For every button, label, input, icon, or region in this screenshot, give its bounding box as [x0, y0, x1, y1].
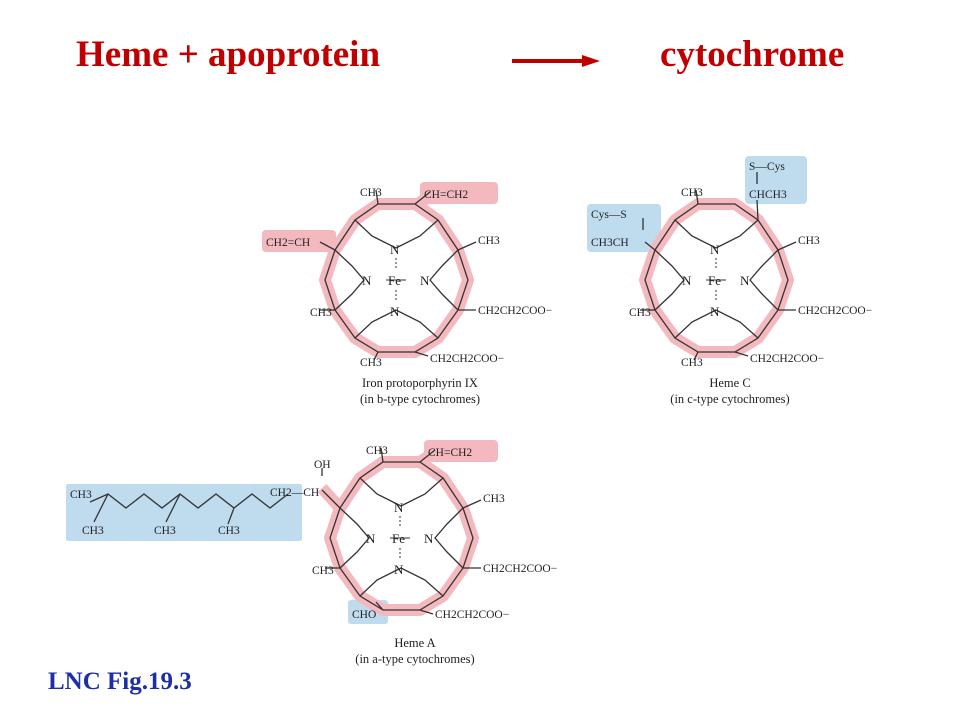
reaction-arrow: [512, 55, 600, 67]
sub-bottom-right: CH2CH2COO−: [750, 353, 824, 365]
nitrogen-atom: N: [424, 531, 434, 546]
chain-methyl: CH3: [154, 525, 176, 537]
sub-left-lower: CH3: [312, 565, 334, 577]
heme-b-name: Iron protoporphyrin IX (in b-type cytoch…: [359, 376, 481, 406]
nitrogen-atom: N: [682, 273, 692, 288]
nitrogen-atom: N: [394, 500, 404, 515]
iron-atom: Fe: [392, 531, 405, 546]
heme-c-name: Heme C (in c-type cytochromes): [670, 376, 790, 406]
sub-left-upper-2: CH3CH: [591, 237, 629, 249]
nitrogen-atom: N: [362, 273, 372, 288]
sub-top-right-2: CHCH3: [749, 189, 787, 201]
nitrogen-atom: N: [390, 242, 400, 257]
sub-top-right: CH=CH2: [428, 447, 472, 459]
reaction-product: cytochrome: [660, 34, 845, 75]
heme-c-structure: N N N N Fe CH3 S—Cys CHCH3 CH3 CH2CH2COO…: [587, 156, 872, 369]
sub-left-chain: CH2—CH: [270, 487, 319, 499]
heme-a-structure: N N N N Fe CH3 CH=CH2 CH3 CH2CH2COO− CH2…: [66, 440, 557, 624]
nitrogen-atom: N: [740, 273, 750, 288]
sub-right-upper: CH3: [478, 235, 500, 247]
chain-methyl: CH3: [218, 525, 240, 537]
sub-top: CH3: [366, 445, 388, 457]
nitrogen-atom: N: [420, 273, 430, 288]
sub-bottom-right: CH2CH2COO−: [430, 353, 504, 365]
heme-b-structure: N N N N Fe CH3 CH=CH2 CH3 CH2CH2COO− CH2…: [262, 182, 552, 369]
nitrogen-atom: N: [366, 531, 376, 546]
nitrogen-atom: N: [394, 562, 404, 577]
sub-right-lower: CH2CH2COO−: [478, 305, 552, 317]
nitrogen-atom: N: [710, 242, 720, 257]
sub-left-upper: CH2=CH: [266, 237, 310, 249]
reaction-reactants: Heme + apoprotein: [76, 34, 381, 75]
sub-left-upper-1: Cys—S: [591, 209, 627, 221]
figure-caption: LNC Fig.19.3: [48, 668, 192, 695]
sub-top: CH3: [360, 187, 382, 199]
sub-right-lower: CH2CH2COO−: [798, 305, 872, 317]
sub-top-right-1: S—Cys: [749, 161, 785, 173]
iron-atom: Fe: [708, 273, 721, 288]
sub-right-lower: CH2CH2COO−: [483, 563, 557, 575]
sub-bottom: CH3: [681, 357, 703, 369]
sub-right-upper: CH3: [798, 235, 820, 247]
chain-methyl: CH3: [70, 489, 92, 501]
heme-a-name: Heme A (in a-type cytochromes): [355, 636, 475, 666]
nitrogen-atom: N: [390, 304, 400, 319]
sub-bottom-right: CH2CH2COO−: [435, 609, 509, 621]
sub-left-oh: OH: [314, 459, 331, 471]
nitrogen-atom: N: [710, 304, 720, 319]
chain-methyl: CH3: [82, 525, 104, 537]
sub-top: CH3: [681, 187, 703, 199]
sub-right-upper: CH3: [483, 493, 505, 505]
iron-atom: Fe: [388, 273, 401, 288]
sub-left-lower: CH3: [310, 307, 332, 319]
sub-bottom: CH3: [360, 357, 382, 369]
sub-top-right: CH=CH2: [424, 189, 468, 201]
sub-bottom: CHO: [352, 609, 376, 621]
sub-left-lower: CH3: [629, 307, 651, 319]
